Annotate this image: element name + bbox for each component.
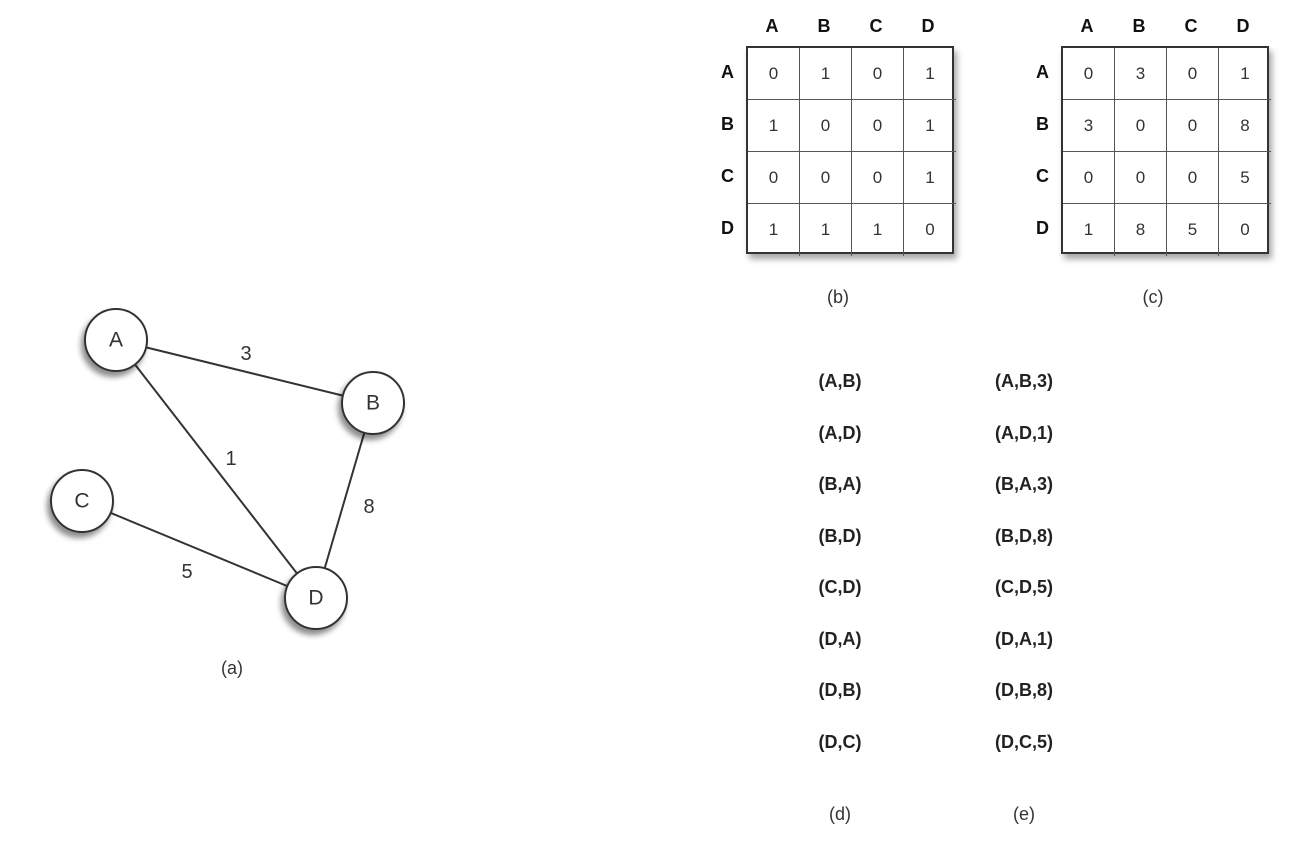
matrix-cell: 0 <box>852 48 904 100</box>
edge-list-item: (D,A,1) <box>995 628 1053 649</box>
matrix-cell: 0 <box>1115 100 1167 152</box>
matrix-cell: 0 <box>1063 48 1115 100</box>
caption-b: (b) <box>827 287 849 307</box>
graph-node-b: B <box>341 371 405 435</box>
col-header: D <box>1236 16 1250 36</box>
matrix-cell: 8 <box>1115 204 1167 256</box>
matrix-cell: 1 <box>852 204 904 256</box>
matrix-cell: 0 <box>925 220 935 239</box>
caption-d: (d) <box>829 804 851 824</box>
matrix-cell: 0 <box>800 152 852 204</box>
edge-list-item: (D,B) <box>818 680 862 700</box>
row-header: D <box>721 218 734 238</box>
edge-list-e: (A,B,3) (A,D,1) (B,A,3) (B,D,8) (C,D,5) … <box>954 371 1094 783</box>
matrix-cell: 0 <box>800 100 852 152</box>
edge-list-item: (C,D,5) <box>995 577 1053 597</box>
row-header: C <box>721 166 734 186</box>
node-label: D <box>308 587 323 610</box>
matrix-grid: 0 1 0 1 1 0 0 1 0 0 0 1 1 1 1 0 <box>746 46 956 256</box>
edge-list-item: (A,B) <box>818 371 862 391</box>
edge-list-item: (D,B,8) <box>995 680 1053 700</box>
matrix-cell: 8 <box>1219 100 1271 152</box>
edge-weight-label: 5 <box>181 561 192 583</box>
matrix-cell: 1 <box>1219 48 1271 100</box>
matrix-cell: 0 <box>852 152 904 204</box>
caption-c: (c) <box>1142 287 1164 307</box>
edge-list-item: (B,D) <box>818 525 862 546</box>
edge-list-item: (D,A) <box>818 628 862 649</box>
row-header: B <box>721 114 734 134</box>
weighted-graph: 3 1 8 5 A B C D <box>50 308 405 630</box>
edge-list-d: (A,B) (A,D) (B,A) (B,D) (C,D) (D,A) (D,B… <box>770 371 910 783</box>
col-header: B <box>817 16 831 36</box>
row-header: C <box>1036 166 1049 186</box>
matrix-cell: 0 <box>1240 220 1250 239</box>
matrix-grid: 0 3 0 1 3 0 0 8 0 0 0 5 1 8 5 0 <box>1061 46 1271 256</box>
col-header: A <box>1080 16 1094 36</box>
node-label: C <box>74 490 89 513</box>
node-circle <box>50 469 114 533</box>
col-header: C <box>1184 16 1198 36</box>
row-header: A <box>1036 62 1049 82</box>
matrix-cell: 1 <box>748 100 800 152</box>
col-header: D <box>921 16 935 36</box>
matrix-cell: 0 <box>1167 100 1219 152</box>
edge-list-item: (A,D,1) <box>995 422 1053 443</box>
caption-e: (e) <box>1013 804 1035 824</box>
matrix-cell: 1 <box>904 48 956 100</box>
node-label: B <box>366 392 380 415</box>
edge-A-B <box>115 339 374 404</box>
edge-list-item: (B,A,3) <box>995 474 1053 494</box>
matrix-cell: 0 <box>1115 152 1167 204</box>
node-circle <box>84 308 148 372</box>
matrix-cell: 5 <box>1167 204 1219 256</box>
edge-list-item: (A,D) <box>818 422 862 443</box>
edge-list-item: (B,A) <box>818 474 862 494</box>
edge-A-D <box>115 339 317 599</box>
matrix-cell: 0 <box>748 152 800 204</box>
matrix-cell: 0 <box>1167 48 1219 100</box>
edge-list-item: (A,B,3) <box>995 371 1053 391</box>
matrix-cell: 1 <box>904 100 956 152</box>
matrix-cell: 1 <box>904 152 956 204</box>
edge-C-D <box>81 500 317 599</box>
edge-weight-label: 3 <box>240 343 251 365</box>
graph-node-a: A <box>84 308 148 372</box>
node-circle <box>341 371 405 435</box>
matrix-cell: 1 <box>800 204 852 256</box>
col-header: C <box>869 16 883 36</box>
edge-list-item: (D,C) <box>818 731 862 752</box>
matrix-cell: 0 <box>1167 152 1219 204</box>
edge-weight-label: 8 <box>363 496 374 518</box>
matrix-cell: 0 <box>852 100 904 152</box>
caption-a: (a) <box>221 658 243 678</box>
row-header: D <box>1036 218 1049 238</box>
node-label: A <box>109 329 123 352</box>
matrix-cell: 1 <box>748 204 800 256</box>
graph-node-d: D <box>284 566 348 630</box>
col-header: B <box>1132 16 1146 36</box>
matrix-cell: 3 <box>1063 100 1115 152</box>
edge-list-item: (C,D) <box>818 577 862 597</box>
edge-list-item: (D,C,5) <box>995 731 1053 752</box>
edge-list-item: (B,D,8) <box>995 525 1053 546</box>
matrix-cell: 1 <box>800 48 852 100</box>
matrix-cell: 3 <box>1115 48 1167 100</box>
graph-node-c: C <box>50 469 114 533</box>
node-circle <box>284 566 348 630</box>
matrix-cell: 5 <box>1219 152 1271 204</box>
matrix-cell: 1 <box>1063 204 1115 256</box>
matrix-cell: 0 <box>748 48 800 100</box>
matrix-cell: 0 <box>1063 152 1115 204</box>
edge-weight-label: 1 <box>225 448 236 470</box>
row-header: B <box>1036 114 1049 134</box>
row-header: A <box>721 62 734 82</box>
edge-B-D <box>315 402 374 599</box>
col-header: A <box>765 16 779 36</box>
